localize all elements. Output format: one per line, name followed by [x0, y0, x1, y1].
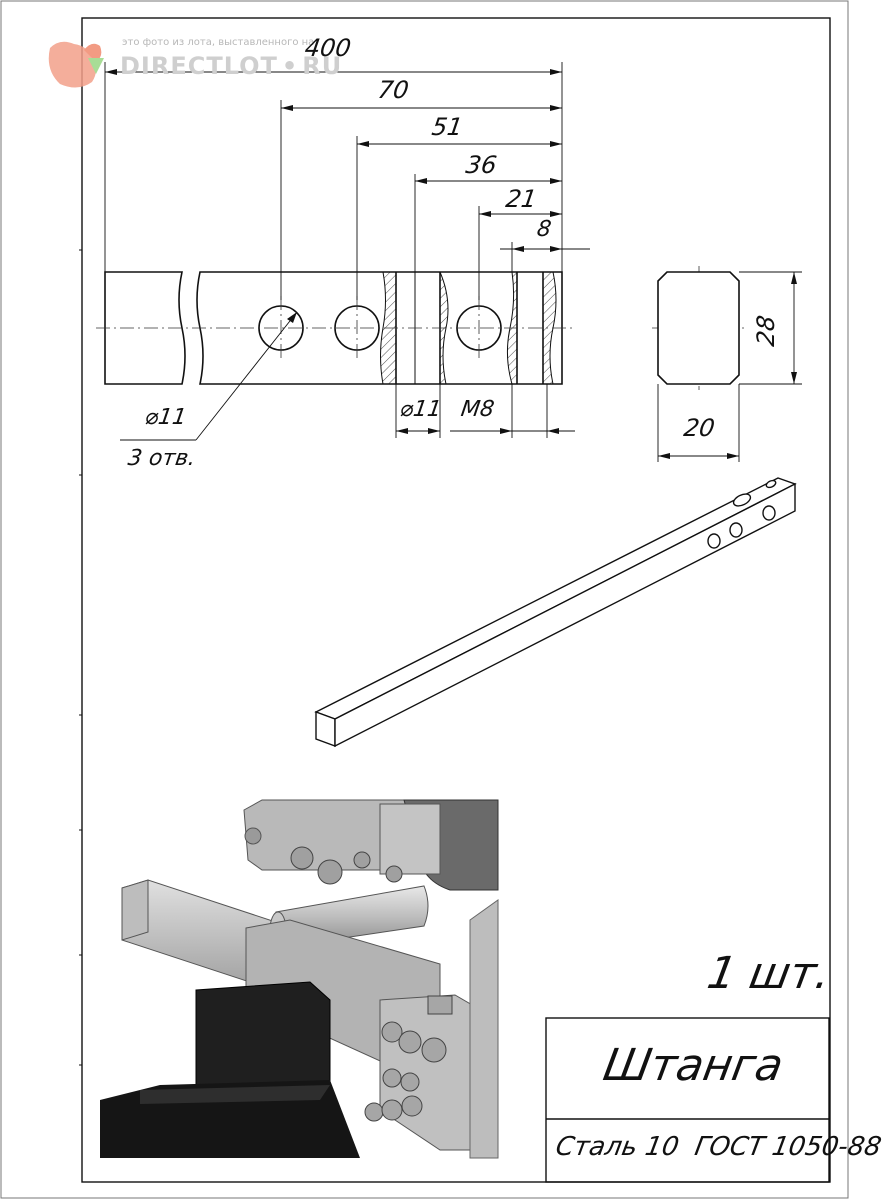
sheet-edge: [0, 0, 849, 1199]
assembly-render: [100, 799, 499, 1159]
dim-width: 20: [682, 414, 717, 442]
frame-ticks: [79, 249, 82, 1066]
dim-thread: M8: [459, 397, 496, 422]
dim-overall-length: 400: [303, 34, 353, 62]
dim-holes-count: 3 отв.: [126, 446, 197, 471]
dim-36: 36: [464, 151, 499, 179]
title-block: [545, 1017, 830, 1183]
dim-70: 70: [376, 76, 411, 104]
watermark-brand-name: DIRECTLOT: [120, 52, 278, 80]
watermark-caption: это фото из лота, выставленного на: [122, 37, 315, 48]
isometric-rod: [314, 477, 797, 748]
side-arrowheads: [658, 272, 797, 459]
watermark-bullet: •: [281, 52, 299, 80]
watermark-brand: DIRECTLOT•RU: [120, 52, 342, 80]
arrowheads: [105, 69, 562, 434]
quantity-label: 1 шт.: [703, 948, 835, 999]
dim-section-diameter: ⌀11: [398, 397, 444, 422]
drawing-frame: [81, 17, 831, 1183]
dim-21: 21: [504, 185, 539, 213]
part-name: Штанга: [599, 1040, 787, 1091]
dim-hole-diameter: ⌀11: [143, 405, 189, 430]
dim-51: 51: [430, 113, 465, 141]
directlot-logo: [48, 41, 104, 88]
drawing-sheet: [0, 0, 849, 1199]
side-dimension-lines: [657, 271, 802, 462]
dim-height: 28: [752, 313, 780, 348]
side-view: [657, 271, 740, 385]
material-spec: Сталь 10 ГОСТ 1050-88: [553, 1132, 884, 1162]
watermark-domain: RU: [302, 52, 343, 80]
dimension-lines: [104, 62, 590, 441]
